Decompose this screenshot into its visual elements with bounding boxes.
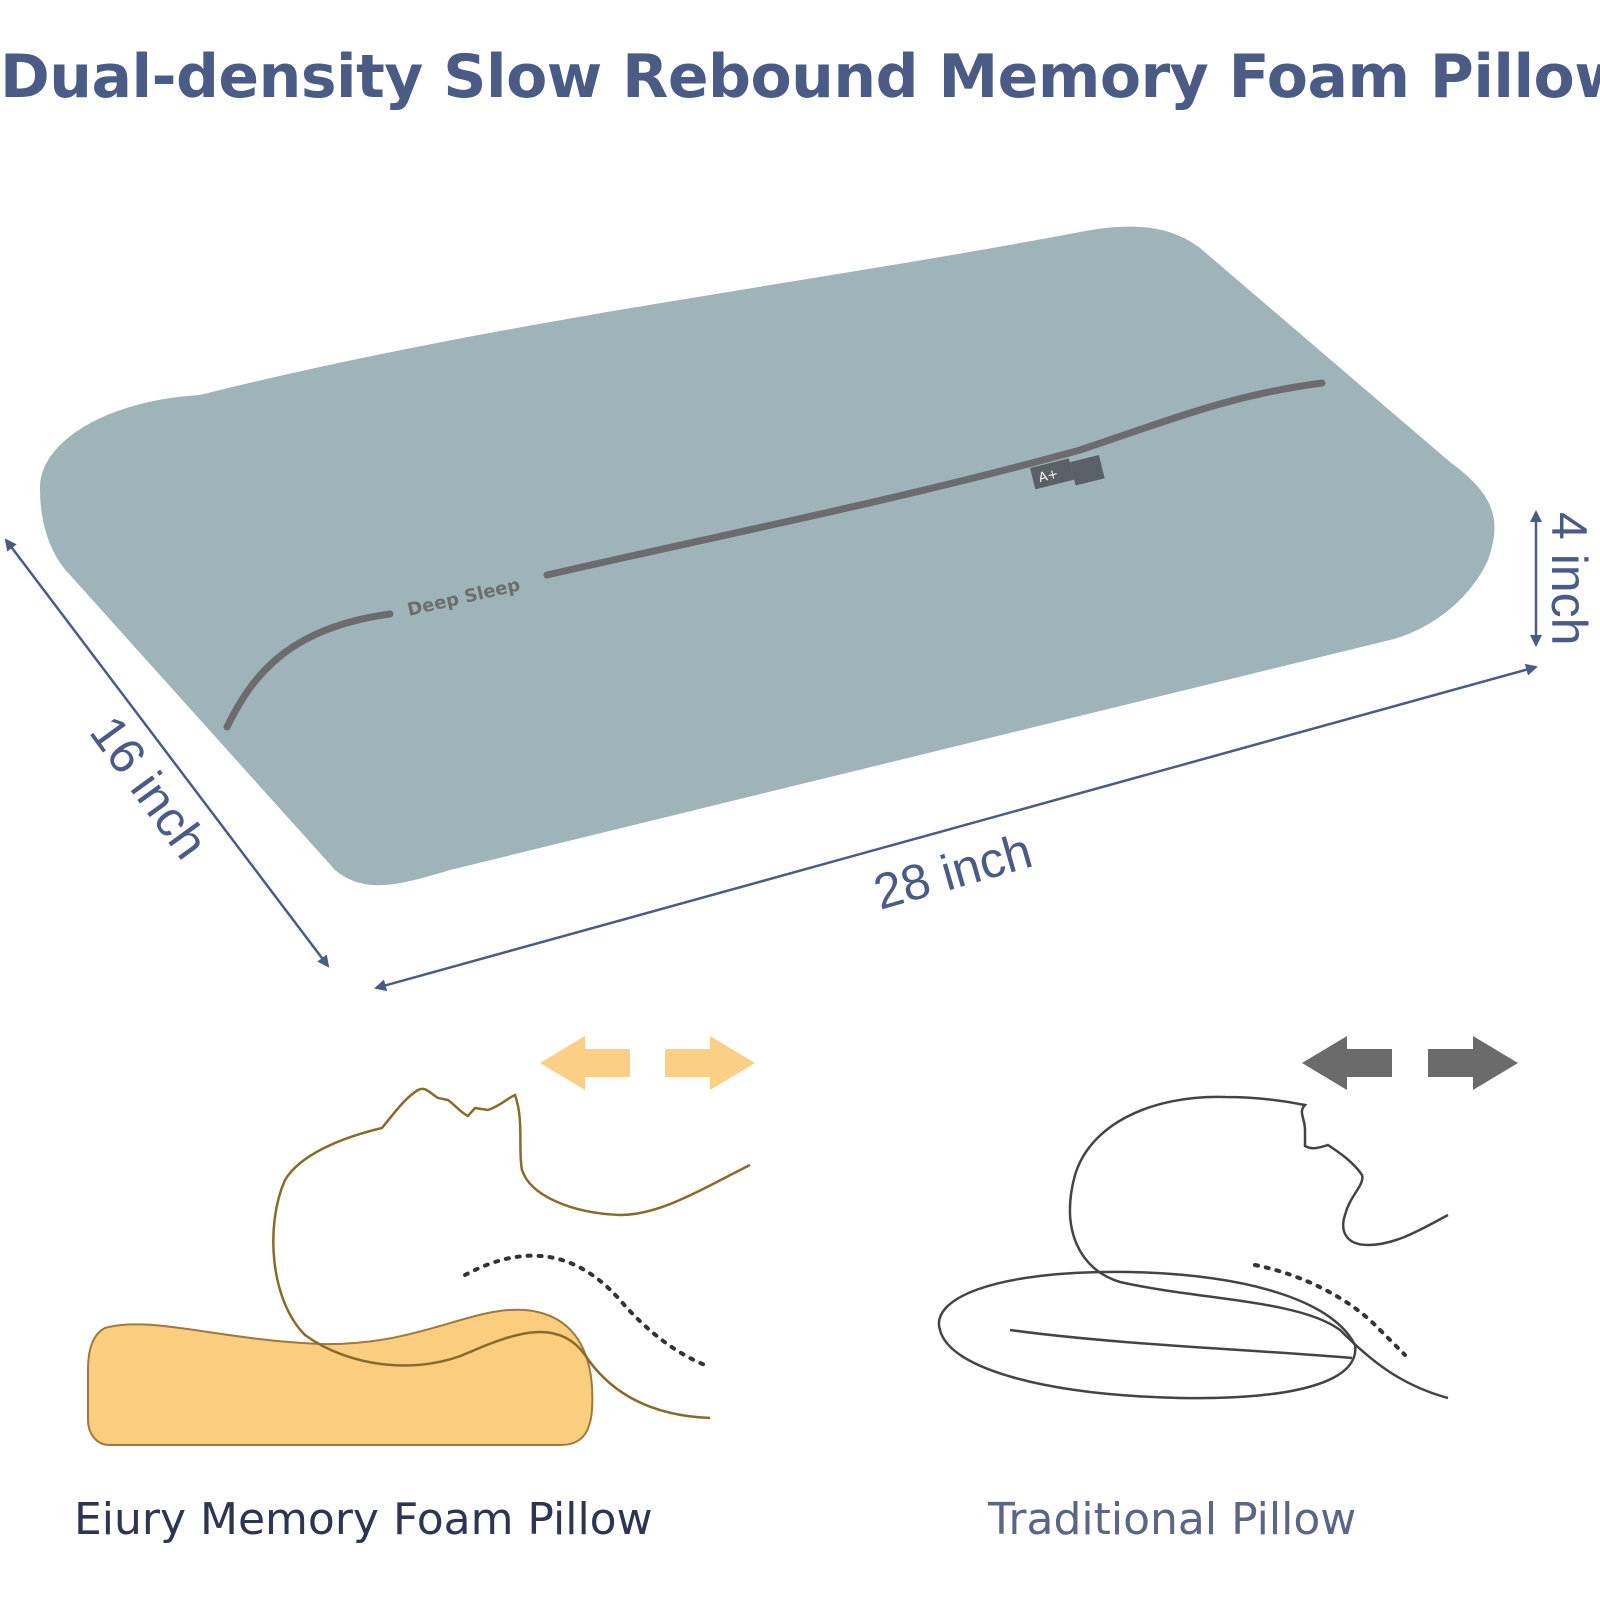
right-arrow-icon <box>665 1036 755 1090</box>
height-dimension-label: 4 inch <box>1541 512 1597 645</box>
right-arrow-icon <box>1428 1036 1518 1090</box>
label-badge-text: A+ <box>1037 467 1060 486</box>
spine-curve-dotted <box>1253 1263 1407 1357</box>
memory-foam-caption: Eiury Memory Foam Pillow <box>74 1494 653 1545</box>
traditional-pillow-fold <box>1009 1328 1353 1360</box>
pillow-illustration <box>40 226 1495 886</box>
pillow-seam-right <box>543 379 1326 579</box>
memory-foam-pillow-illustration <box>87 1308 594 1446</box>
left-arrow-icon <box>540 1036 630 1090</box>
traditional-pillow-caption: Traditional Pillow <box>988 1494 1357 1545</box>
traditional-head-outline <box>1068 1095 1449 1400</box>
traditional-pillow-illustration <box>937 1270 1357 1400</box>
left-arrow-icon <box>1302 1036 1392 1090</box>
spine-curve-dotted <box>463 1253 707 1367</box>
length-dimension-label: 28 inch <box>868 822 1038 920</box>
memory-foam-head-outline <box>272 1087 751 1420</box>
label-badge: A+ <box>1030 454 1105 490</box>
length-dimension-line <box>374 663 1538 992</box>
page-title: Dual-density Slow Rebound Memory Foam Pi… <box>0 42 1600 112</box>
width-dimension-line <box>4 538 330 968</box>
